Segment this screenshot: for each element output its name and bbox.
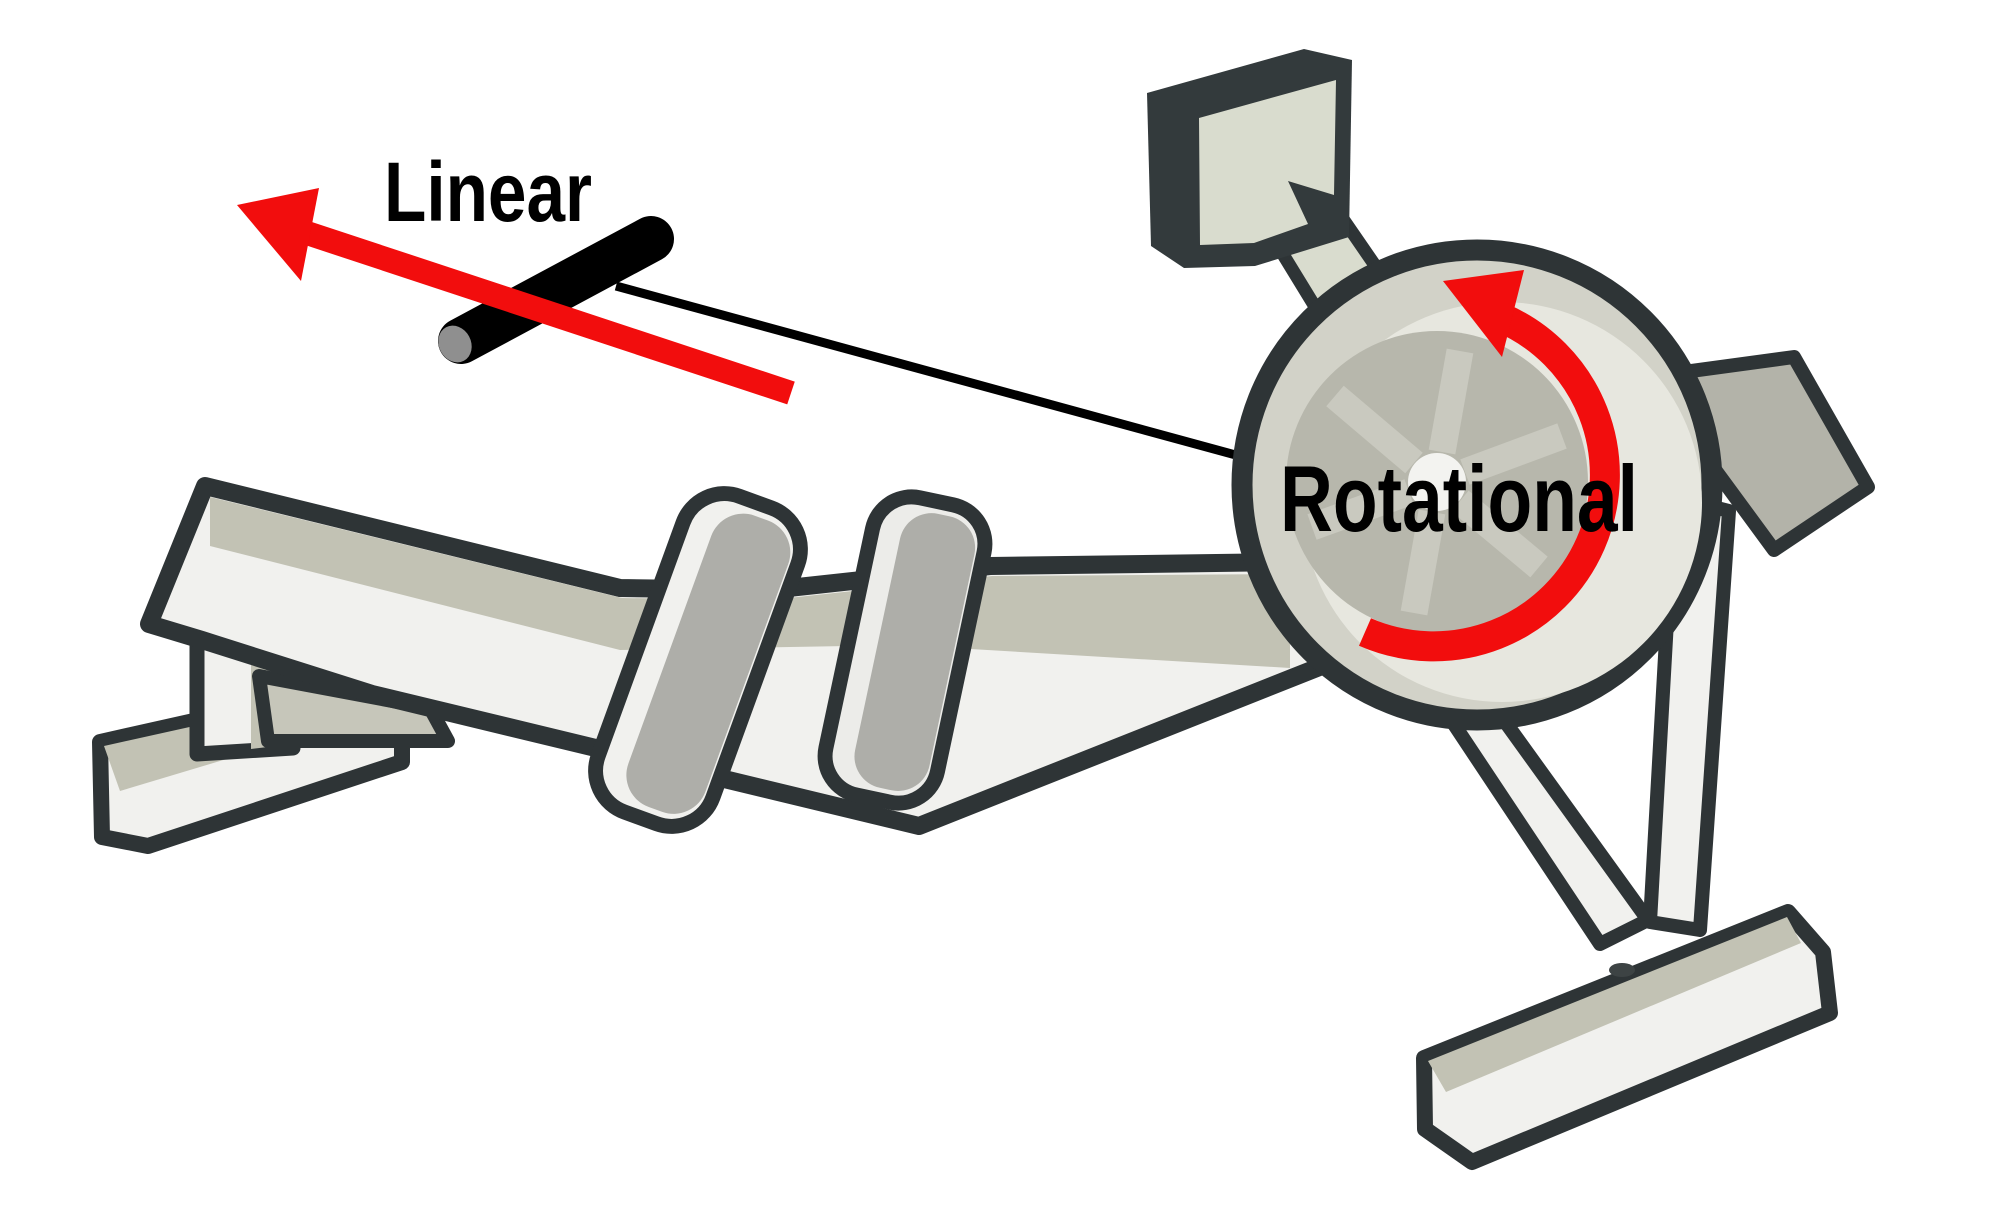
spoke-icon (1400, 509, 1446, 616)
rotational-arrowhead (1443, 270, 1524, 357)
rear-pedal-surface (854, 513, 976, 791)
linear-arrowhead (237, 188, 319, 281)
rotational-arrow-arc (1359, 304, 1620, 662)
beam-top-face (210, 497, 1290, 668)
chain-line (614, 281, 1322, 483)
front-foot-top-face (1428, 917, 1801, 1092)
monitor-screen (1199, 80, 1336, 245)
front-pedal-surface (626, 513, 791, 814)
rotational-label: Rotational (1280, 446, 1638, 551)
spoke-icon (1307, 479, 1414, 540)
bolt-hole (1609, 963, 1635, 977)
spoke-icon (1428, 348, 1474, 455)
front-pedal (588, 486, 808, 834)
rotational-arrow-icon (1359, 270, 1620, 662)
linear-arrow-icon (237, 188, 795, 405)
spoke-icon (1451, 490, 1548, 578)
spoke-icon (1326, 385, 1423, 474)
handle (438, 216, 674, 364)
rear-pedal (817, 489, 993, 811)
flywheel-hub (1408, 453, 1466, 511)
front-foot-bar (1416, 904, 1838, 1170)
spoke-icon (1460, 423, 1567, 485)
linear-arrow-shaft (303, 221, 795, 405)
linear-label: Linear (384, 145, 592, 239)
flywheel-spokes (1307, 348, 1567, 616)
handle-end-cap (438, 325, 472, 363)
handle-bar (438, 216, 674, 364)
